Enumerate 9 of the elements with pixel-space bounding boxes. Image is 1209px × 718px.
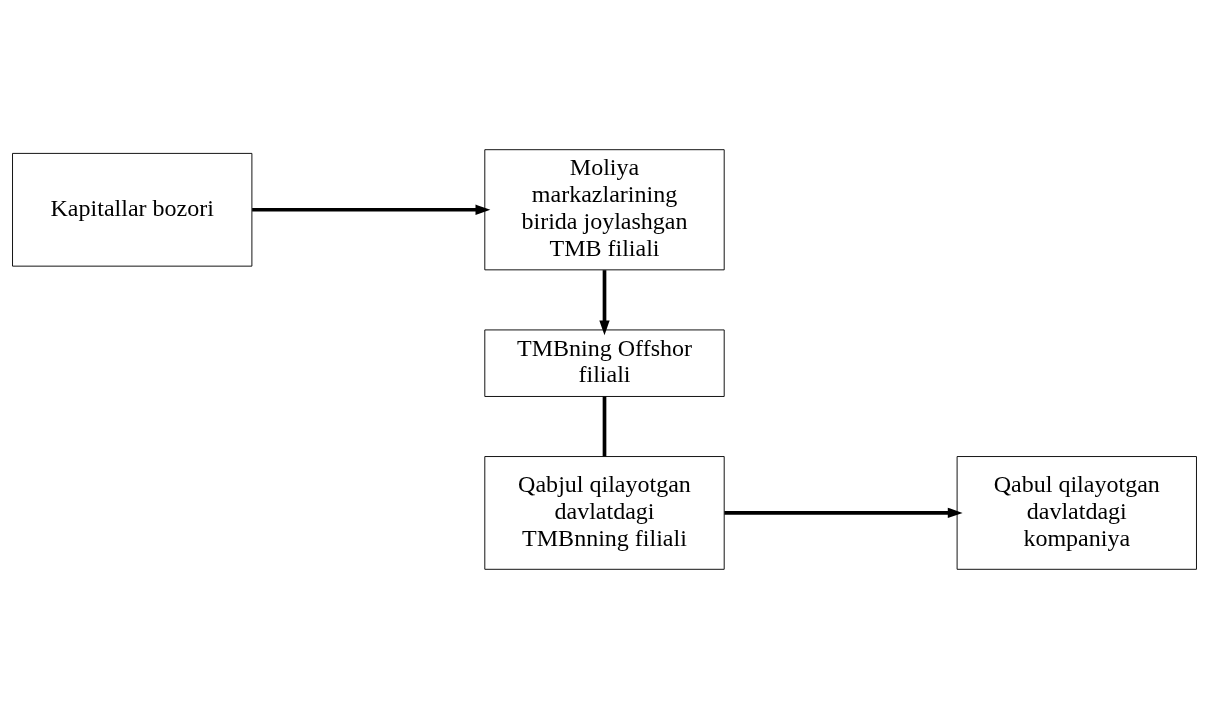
- node-box: Kapitallar bozori: [12, 152, 253, 267]
- node-box: Qabul qilayotgan davlatdagi kompaniya: [956, 455, 1197, 570]
- arrow: [599, 269, 610, 335]
- arrow: [724, 507, 963, 518]
- node-box: Qabjul qilayotgan davlatdagi TMBnning filiali: [484, 455, 725, 570]
- connector: [602, 396, 607, 456]
- node-box: Moliya markazlarining birida joylashgan TMB filiali: [484, 148, 725, 270]
- node-box: TMBning Offshor filiali: [484, 328, 725, 397]
- arrow: [252, 204, 491, 215]
